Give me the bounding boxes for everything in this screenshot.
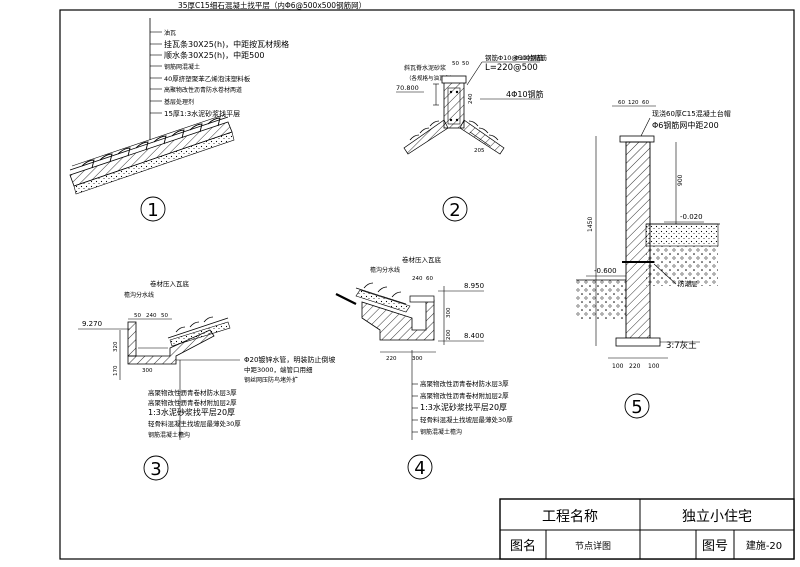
- d1-roof-section: [69, 113, 235, 195]
- d4-label-b: 檐沟分水线: [370, 266, 400, 274]
- d5-dim-bot-2: 100: [648, 363, 660, 370]
- d1-layer-3: 钢筋网混凝土: [164, 63, 200, 71]
- d1-number-circle: [140, 196, 166, 222]
- d3-dim-2: 50: [161, 313, 168, 319]
- d5-dim-h1: 1450: [587, 217, 594, 232]
- d5-dim-top-1: 120: [628, 100, 639, 106]
- d2-label-c: 钢筋Φ10@500钢筋: [485, 53, 544, 62]
- d2-number: 2: [449, 200, 460, 221]
- title-block: 工程名称 独立小住宅 图名 节点详图 图号 建施-20: [499, 498, 795, 560]
- d3-number-circle: [143, 455, 169, 481]
- d1-layer-5: 高聚物改性沥青防水卷材两道: [164, 86, 242, 94]
- d4-dim-1: 60: [426, 276, 433, 282]
- d4-dim-4: 220: [386, 356, 397, 362]
- d5-label-a: 现浇60厚C15混凝土台帽: [652, 109, 731, 118]
- d3-layer-4: 钢筋混凝土檐沟: [148, 431, 190, 439]
- d3-drain-c: 钢丝网压防鸟堵外扩: [244, 376, 298, 384]
- d4-dim-3: 200: [446, 329, 452, 340]
- d4-dim-0: 240: [412, 276, 423, 282]
- d3-layer-3: 轻骨料混凝土找坡层最薄处30厚: [148, 419, 241, 428]
- d4-elev-bot: 8.400: [464, 332, 484, 340]
- d2-dim4: 205: [474, 148, 485, 154]
- project-value: 独立小住宅: [682, 509, 752, 525]
- d3-dim-4: 170: [113, 365, 119, 376]
- project-label: 工程名称: [542, 509, 598, 525]
- d4-layer-0: 高聚物改性沥青卷材防水层3厚: [420, 379, 509, 388]
- d5-dim-top-0: 60: [618, 100, 625, 106]
- d5-elev-a: -0.020: [680, 213, 703, 221]
- number-value: 建施-20: [746, 539, 782, 552]
- detail-2: 斜瓦脊水泥砂浆 （各规格与油瓦色） 70.800 50 50 钢筋Φ10@500…: [396, 53, 547, 222]
- d2-label-a: 斜瓦脊水泥砂浆: [404, 64, 446, 72]
- d5-number-circle: [624, 393, 650, 419]
- d2-dim2: 50: [462, 61, 469, 67]
- detail-1: 油瓦 挂瓦条30X25(h)，中距按瓦材规格 顺水条30X25(h)，中距500…: [69, 18, 289, 222]
- d5-dim-top-2: 60: [642, 100, 649, 106]
- d1-layer-7: 15厚1:3水泥砂浆找平层: [164, 109, 240, 118]
- d3-layer-1: 高聚物改性沥青卷材附加层2厚: [148, 398, 237, 407]
- top-note: 35厚C15细石混凝土找平层（内Φ6@500x500钢筋网）: [178, 0, 366, 10]
- d3-dim-1: 240: [146, 313, 157, 319]
- d1-number: 1: [147, 200, 158, 221]
- d4-elev-top: 8.950: [464, 282, 484, 290]
- d5-label-b: Φ6钢筋网中距200: [652, 120, 719, 130]
- sheet-frame: [59, 9, 795, 560]
- d3-gutter-section: [119, 316, 240, 440]
- drawing-label: 图名: [510, 538, 536, 554]
- d4-dim-5: 300: [412, 356, 423, 362]
- d5-dim-bot-0: 100: [612, 363, 624, 370]
- d4-eave-section: [355, 282, 445, 440]
- d1-layer-6: 基层处理剂: [164, 98, 194, 106]
- detail-5: 60 120 60 现浇60厚C15混凝土台帽 Φ6钢筋网中距200 1450 …: [576, 100, 731, 419]
- d3-dim-3: 320: [113, 341, 119, 352]
- d2-number-circle: [442, 196, 468, 222]
- d2-ridge-section: [403, 75, 505, 155]
- d2-label-d: L=220@500: [485, 63, 538, 73]
- d3-layer-0: 高聚物改性沥青卷材防水层3厚: [148, 388, 237, 397]
- d5-number: 5: [631, 397, 642, 418]
- d3-drain-a: Φ20镀锌水管，明装防止倒坡: [244, 355, 335, 364]
- d3-dim-5: 300: [142, 368, 153, 374]
- d2-label-b: （各规格与油瓦色）: [406, 74, 456, 82]
- d2-label-f: Φ10拉结筋: [514, 53, 547, 62]
- d4-layer-3: 轻骨料混凝土找坡层最薄处30厚: [420, 415, 513, 424]
- d1-layer-4: 40厚挤塑聚苯乙烯泡沫塑料板: [164, 74, 251, 83]
- d5-label-d: 3:7灰土: [666, 340, 697, 351]
- d3-drain-b: 中距3000，端管口用细: [244, 365, 313, 374]
- detail-4: 卷材压入瓦底 檐沟分水线 240 60 8.950 8.400 300 200 …: [335, 255, 513, 480]
- d3-layer-2: 1:3水泥砂浆找平层20厚: [148, 407, 235, 417]
- detail-3: 卷材压入瓦底 檐沟分水线 9.270 50 240 50 320 170 300…: [78, 279, 335, 481]
- d4-layer-1: 高聚物改性沥青卷材附加层2厚: [420, 391, 509, 400]
- d5-dim-h2: 900: [677, 174, 684, 186]
- drawing-value: 节点详图: [575, 540, 611, 552]
- d4-label-a: 卷材压入瓦底: [402, 255, 442, 264]
- d4-layer-2: 1:3水泥砂浆找平层20厚: [420, 402, 507, 412]
- d2-label-e: 4Φ10钢筋: [506, 89, 544, 99]
- d4-number-circle: [407, 454, 433, 480]
- d2-dim3: 240: [468, 93, 474, 104]
- d2-dim1: 50: [452, 61, 459, 67]
- d3-elev: 9.270: [82, 320, 102, 328]
- d5-label-c: 防潮层: [678, 279, 698, 288]
- number-label: 图号: [702, 539, 728, 554]
- d3-label-b: 檐沟分水线: [124, 291, 154, 299]
- d3-label-a: 卷材压入瓦底: [150, 279, 190, 288]
- d4-layer-4: 钢筋混凝土檐沟: [420, 428, 462, 436]
- d5-dim-bot-1: 220: [629, 363, 641, 370]
- d5-wall-section: [576, 135, 720, 347]
- d5-elev-b: -0.600: [594, 267, 617, 275]
- d3-number: 3: [150, 459, 161, 480]
- d4-dim-2: 300: [446, 307, 452, 318]
- d1-layer-0: 油瓦: [164, 29, 176, 37]
- d3-dim-0: 50: [134, 313, 141, 319]
- d4-number: 4: [414, 458, 425, 479]
- d1-layer-2: 顺水条30X25(h)，中距500: [164, 50, 264, 60]
- d2-elev: 70.800: [396, 84, 419, 92]
- d1-layer-1: 挂瓦条30X25(h)，中距按瓦材规格: [164, 39, 289, 49]
